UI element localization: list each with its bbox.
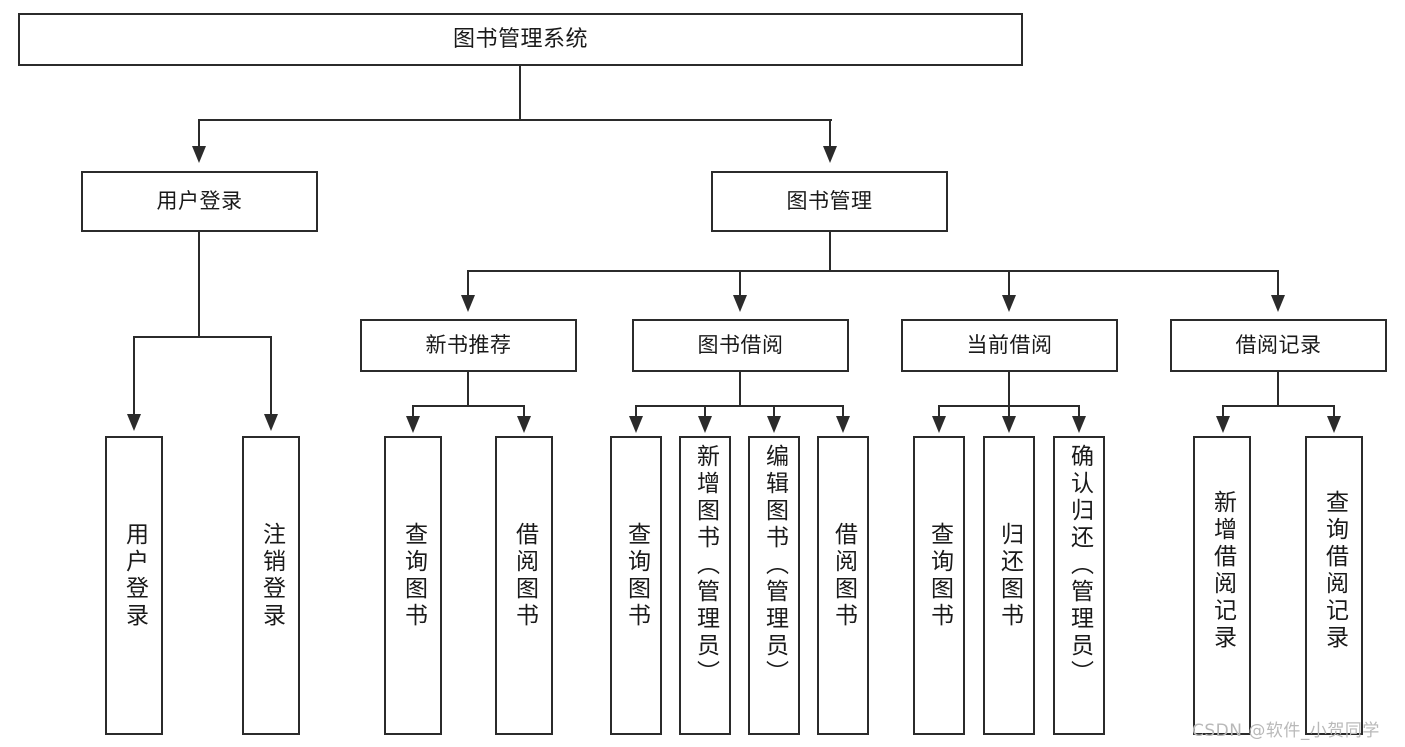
arrow-to-borrow-record — [1271, 295, 1285, 312]
edge-root-to-user-login — [198, 119, 200, 148]
edge-to-new-book-recommend — [467, 270, 469, 297]
edge-book-borrow-leaf-2 — [704, 405, 706, 418]
arrow-to-current-borrow — [1002, 295, 1016, 312]
arrow-current-borrow-leaf-3 — [1072, 416, 1086, 433]
node-label: 借阅记录 — [1235, 333, 1322, 358]
arrow-to-user-login — [192, 146, 206, 163]
leaf-user-login-login[interactable]: 用户登录 — [105, 436, 163, 735]
leaf-book-borrow-edit-book[interactable]: 编辑图书（管理员） — [748, 436, 800, 735]
arrow-user-login-leaf-2 — [264, 414, 278, 431]
edge-borrow-record-stem — [1277, 372, 1279, 406]
edge-root-stem — [519, 66, 521, 120]
edge-book-borrow-bus — [635, 405, 844, 407]
node-label: 查询借阅记录 — [1321, 490, 1348, 652]
edge-current-borrow-leaf-2 — [1008, 405, 1010, 418]
leaf-borrow-record-query-record[interactable]: 查询借阅记录 — [1305, 436, 1363, 735]
leaf-book-borrow-query-book[interactable]: 查询图书 — [610, 436, 662, 735]
node-label: 用户登录 — [156, 189, 243, 214]
edge-to-borrow-record — [1277, 270, 1279, 297]
edge-book-borrow-stem — [739, 372, 741, 406]
edge-new-book-stem — [467, 372, 469, 406]
edge-current-borrow-leaf-3 — [1078, 405, 1080, 418]
arrow-new-book-leaf-1 — [406, 416, 420, 433]
edge-book-mgmt-stem — [829, 232, 831, 271]
leaf-current-borrow-confirm-return[interactable]: 确认归还（管理员） — [1053, 436, 1105, 735]
leaf-new-book-query-book[interactable]: 查询图书 — [384, 436, 442, 735]
node-label: 查询图书 — [623, 522, 650, 630]
leaf-current-borrow-query-book[interactable]: 查询图书 — [913, 436, 965, 735]
leaf-current-borrow-return-book[interactable]: 归还图书 — [983, 436, 1035, 735]
node-label: 确认归还（管理员） — [1066, 444, 1093, 687]
edge-borrow-record-leaf-1 — [1222, 405, 1224, 418]
arrow-current-borrow-leaf-2 — [1002, 416, 1016, 433]
arrow-to-book-borrow — [733, 295, 747, 312]
arrow-new-book-leaf-2 — [517, 416, 531, 433]
edge-level3-bus — [467, 270, 1279, 272]
node-label: 图书管理 — [786, 189, 873, 214]
node-book-management[interactable]: 图书管理 — [711, 171, 948, 232]
edge-borrow-record-leaf-2 — [1333, 405, 1335, 418]
node-label: 查询图书 — [926, 522, 953, 630]
node-borrow-record[interactable]: 借阅记录 — [1170, 319, 1387, 372]
leaf-borrow-record-add-record[interactable]: 新增借阅记录 — [1193, 436, 1251, 735]
node-label: 查询图书 — [400, 522, 427, 630]
arrow-current-borrow-leaf-1 — [932, 416, 946, 433]
arrow-borrow-record-leaf-2 — [1327, 416, 1341, 433]
csdn-watermark: CSDN @软件_小贺同学 — [1192, 721, 1380, 741]
leaf-book-borrow-borrow-book[interactable]: 借阅图书 — [817, 436, 869, 735]
edge-book-borrow-leaf-1 — [635, 405, 637, 418]
node-root-system[interactable]: 图书管理系统 — [18, 13, 1023, 66]
edge-book-borrow-leaf-4 — [842, 405, 844, 418]
node-label: 图书管理系统 — [452, 26, 588, 52]
arrow-user-login-leaf-1 — [127, 414, 141, 431]
leaf-new-book-borrow-book[interactable]: 借阅图书 — [495, 436, 553, 735]
edge-to-current-borrow — [1008, 270, 1010, 297]
edge-user-login-leaf-1 — [133, 336, 135, 416]
node-label: 用户登录 — [121, 522, 148, 630]
edge-borrow-record-bus — [1222, 405, 1334, 407]
node-label: 借阅图书 — [511, 522, 538, 630]
node-label: 编辑图书（管理员） — [761, 444, 788, 687]
node-book-borrow[interactable]: 图书借阅 — [632, 319, 849, 372]
edge-current-borrow-stem — [1008, 372, 1010, 406]
edge-user-login-leaf-2 — [270, 336, 272, 416]
node-user-login[interactable]: 用户登录 — [81, 171, 318, 232]
arrow-book-borrow-leaf-2 — [698, 416, 712, 433]
node-label: 当前借阅 — [966, 333, 1053, 358]
edge-new-book-bus — [412, 405, 524, 407]
leaf-book-borrow-add-book[interactable]: 新增图书（管理员） — [679, 436, 731, 735]
leaf-user-login-logout[interactable]: 注销登录 — [242, 436, 300, 735]
edge-current-borrow-leaf-1 — [938, 405, 940, 418]
node-label: 图书借阅 — [697, 333, 784, 358]
edge-to-book-borrow — [739, 270, 741, 297]
node-label: 新增图书（管理员） — [692, 444, 719, 687]
node-label: 注销登录 — [258, 522, 285, 630]
edge-book-borrow-leaf-3 — [773, 405, 775, 418]
arrow-book-borrow-leaf-4 — [836, 416, 850, 433]
node-label: 归还图书 — [996, 522, 1023, 630]
arrow-borrow-record-leaf-1 — [1216, 416, 1230, 433]
node-current-borrow[interactable]: 当前借阅 — [901, 319, 1118, 372]
node-label: 新书推荐 — [425, 333, 512, 358]
edge-new-book-leaf-2 — [523, 405, 525, 418]
edge-user-login-bus — [133, 336, 271, 338]
edge-new-book-leaf-1 — [412, 405, 414, 418]
node-new-book-recommend[interactable]: 新书推荐 — [360, 319, 577, 372]
arrow-to-book-mgmt — [823, 146, 837, 163]
edge-root-to-book-mgmt — [829, 119, 831, 148]
edge-root-bus — [198, 119, 832, 121]
node-label: 新增借阅记录 — [1209, 490, 1236, 652]
arrow-book-borrow-leaf-3 — [767, 416, 781, 433]
arrow-book-borrow-leaf-1 — [629, 416, 643, 433]
arrow-to-new-book-recommend — [461, 295, 475, 312]
edge-user-login-stem — [198, 232, 200, 337]
node-label: 借阅图书 — [830, 522, 857, 630]
